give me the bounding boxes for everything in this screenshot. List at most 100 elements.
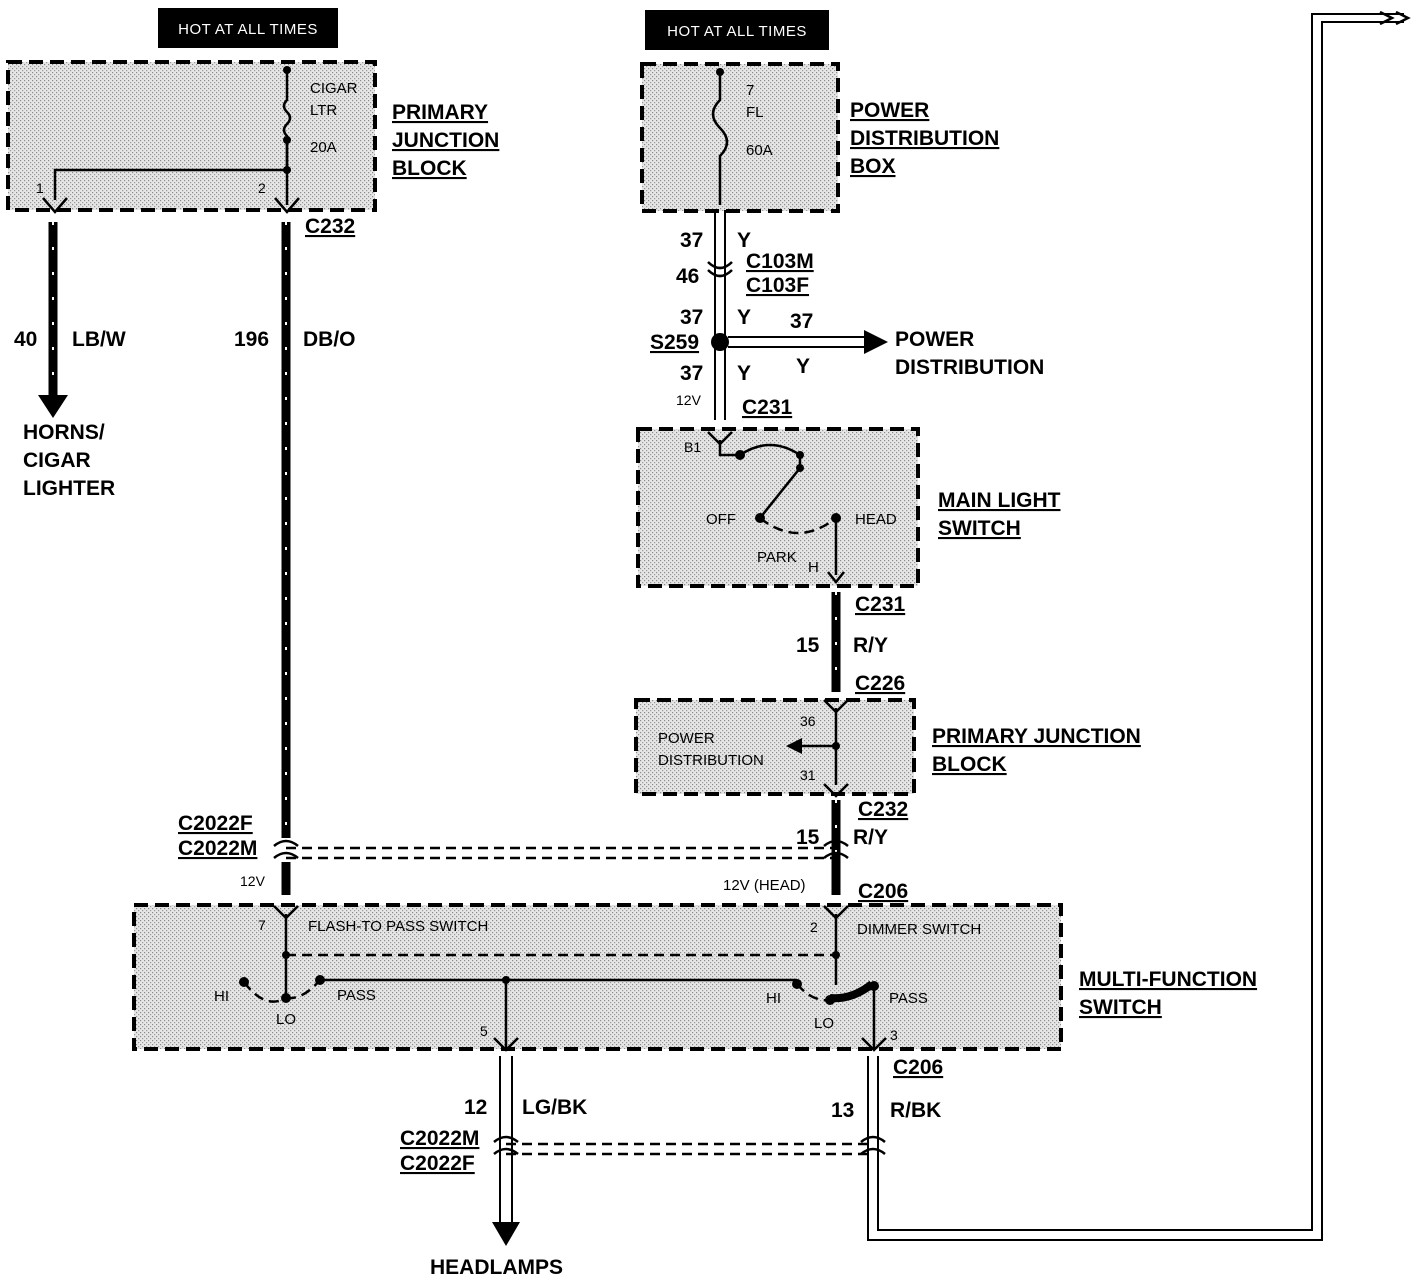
svg-text:PRIMARY: PRIMARY: [392, 101, 488, 124]
power-distribution-box-label: POWER DISTRIBUTION BOX: [850, 99, 999, 178]
multi-function-switch-label: MULTI-FUNCTION SWITCH: [1079, 968, 1257, 1019]
connector-c206-top: C206: [858, 880, 908, 903]
hot-tag-right: HOT AT ALL TIMES: [645, 10, 829, 50]
svg-text:DB/O: DB/O: [303, 328, 356, 351]
svg-text:C2022M: C2022M: [178, 837, 257, 860]
svg-text:PASS: PASS: [889, 990, 928, 1007]
svg-text:37: 37: [680, 306, 703, 329]
connector-c232-top: C232: [305, 215, 355, 238]
svg-text:H: H: [808, 559, 819, 576]
svg-text:31: 31: [800, 767, 816, 783]
connector-c103m: C103M: [746, 250, 814, 273]
svg-text:PARK: PARK: [757, 549, 797, 566]
wire-37: 37 Y 46 C103M C103F 37 Y S259 37 Y 12V C…: [650, 210, 814, 420]
svg-text:FL: FL: [746, 104, 764, 121]
connector-c206-bottom: C206: [893, 1056, 943, 1079]
svg-text:CIGAR: CIGAR: [23, 449, 91, 472]
svg-text:C2022M: C2022M: [400, 1127, 479, 1150]
wire-15-upper: C231 15 R/Y C226: [796, 592, 906, 695]
svg-text:36: 36: [800, 713, 816, 729]
hot-tag-left: HOT AT ALL TIMES: [158, 8, 338, 48]
main-light-switch: B1 OFF PARK HEAD H: [636, 427, 920, 588]
svg-text:HORNS/: HORNS/: [23, 421, 105, 444]
svg-text:R/Y: R/Y: [853, 826, 888, 849]
multi-function-switch: FLASH-TO PASS SWITCH DIMMER SWITCH 7 2 5…: [132, 903, 1063, 1052]
svg-text:12V: 12V: [240, 873, 266, 889]
wire-196: 196 DB/O: [234, 222, 356, 838]
svg-text:HI: HI: [766, 990, 781, 1007]
primary-junction-block-mid-label: PRIMARY JUNCTION BLOCK: [932, 725, 1141, 776]
svg-text:BLOCK: BLOCK: [392, 157, 467, 180]
main-light-switch-label: MAIN LIGHT SWITCH: [938, 489, 1061, 540]
svg-text:POWER: POWER: [658, 730, 715, 747]
wire-13: 13 R/BK: [831, 10, 1411, 1241]
connector-c2022-top: C2022F C2022M 12V: [178, 812, 849, 895]
svg-text:12V: 12V: [676, 392, 702, 408]
connector-c231-top: C231: [742, 396, 793, 419]
wire-40: 40 LB/W: [14, 222, 126, 418]
svg-text:C2022F: C2022F: [400, 1152, 475, 1175]
svg-text:37: 37: [680, 229, 703, 252]
connector-c103f: C103F: [746, 274, 809, 297]
connector-c232-mid: C232: [858, 798, 908, 821]
wire-15-lower: C232 15 R/Y 12V (HEAD) C206: [723, 798, 908, 903]
svg-text:15: 15: [796, 826, 820, 849]
svg-text:POWER: POWER: [850, 99, 929, 122]
svg-text:40: 40: [14, 328, 37, 351]
splice-s259-label: S259: [650, 331, 699, 354]
wire-12: 12 LG/BK: [464, 1056, 587, 1246]
svg-text:BOX: BOX: [850, 155, 896, 178]
svg-text:5: 5: [480, 1023, 488, 1039]
svg-text:DISTRIBUTION: DISTRIBUTION: [658, 752, 764, 769]
svg-text:13: 13: [831, 1099, 854, 1122]
svg-text:B1: B1: [684, 439, 701, 455]
power-distribution-box: 7 FL 60A: [640, 62, 840, 213]
svg-text:LTR: LTR: [310, 102, 337, 119]
svg-text:BLOCK: BLOCK: [932, 753, 1007, 776]
connector-c231-bottom: C231: [855, 593, 906, 616]
svg-text:37: 37: [790, 310, 813, 333]
svg-text:12V (HEAD): 12V (HEAD): [723, 877, 806, 894]
svg-text:Y: Y: [737, 229, 751, 252]
svg-text:2: 2: [258, 180, 266, 196]
svg-text:Y: Y: [796, 355, 810, 378]
svg-text:CIGAR: CIGAR: [310, 80, 358, 97]
svg-text:DISTRIBUTION: DISTRIBUTION: [850, 127, 999, 150]
wire-37-power-distribution: 37 Y: [728, 310, 888, 378]
svg-text:LO: LO: [814, 1015, 834, 1032]
connector-c2022-bottom: C2022M C2022F: [400, 1127, 886, 1175]
svg-text:196: 196: [234, 328, 269, 351]
svg-text:LIGHTER: LIGHTER: [23, 477, 115, 500]
svg-text:60A: 60A: [746, 142, 773, 159]
svg-text:7: 7: [258, 917, 266, 933]
svg-text:C2022F: C2022F: [178, 812, 253, 835]
primary-junction-block-mid: POWER DISTRIBUTION 36 31: [634, 698, 916, 798]
primary-junction-block-top-label: PRIMARY JUNCTION BLOCK: [392, 101, 499, 180]
svg-text:HOT AT ALL TIMES: HOT AT ALL TIMES: [667, 23, 807, 40]
svg-text:PRIMARY JUNCTION: PRIMARY JUNCTION: [932, 725, 1141, 748]
svg-text:LG/BK: LG/BK: [522, 1096, 587, 1119]
svg-text:OFF: OFF: [706, 511, 736, 528]
svg-text:HI: HI: [214, 988, 229, 1005]
svg-text:SWITCH: SWITCH: [1079, 996, 1162, 1019]
svg-text:Y: Y: [737, 362, 751, 385]
svg-text:JUNCTION: JUNCTION: [392, 129, 499, 152]
svg-text:2: 2: [810, 919, 818, 935]
connector-c226: C226: [855, 672, 905, 695]
svg-text:LB/W: LB/W: [72, 328, 126, 351]
svg-text:R/BK: R/BK: [890, 1099, 941, 1122]
svg-text:DISTRIBUTION: DISTRIBUTION: [895, 356, 1044, 379]
svg-text:7: 7: [746, 82, 754, 99]
svg-text:MAIN LIGHT: MAIN LIGHT: [938, 489, 1061, 512]
svg-text:20A: 20A: [310, 139, 337, 156]
svg-text:MULTI-FUNCTION: MULTI-FUNCTION: [1079, 968, 1257, 991]
svg-text:46: 46: [676, 265, 699, 288]
svg-text:PASS: PASS: [337, 987, 376, 1004]
svg-text:POWER: POWER: [895, 328, 974, 351]
svg-text:37: 37: [680, 362, 703, 385]
svg-text:Y: Y: [737, 306, 751, 329]
svg-text:R/Y: R/Y: [853, 634, 888, 657]
svg-text:HEAD: HEAD: [855, 511, 897, 528]
svg-text:FLASH-TO PASS SWITCH: FLASH-TO PASS SWITCH: [308, 918, 488, 935]
